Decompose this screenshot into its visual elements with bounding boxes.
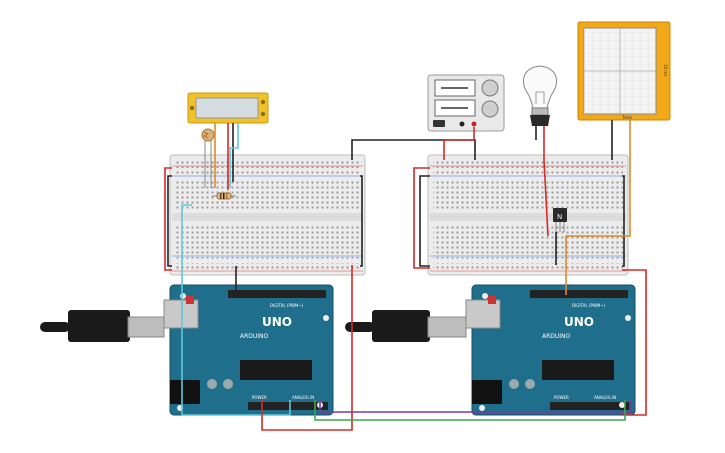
oscilloscope-bottom-label: Time xyxy=(621,115,632,120)
wire-purple-serial xyxy=(319,400,631,413)
arduino-right-model: UNO xyxy=(564,315,594,329)
arduino-left-digital-label: DIGITAL (PWM~) xyxy=(270,303,304,308)
arduino-right-digital-label: DIGITAL (PWM~) xyxy=(572,303,606,308)
photoresistor[interactable] xyxy=(201,128,215,188)
wire-black-right-rail-b xyxy=(622,175,625,267)
wire-black-link xyxy=(351,139,476,160)
wires[interactable] xyxy=(164,120,647,431)
arduino-uno-left[interactable]: UNO ARDUINO DIGITAL (PWM~) POWER ANALOG … xyxy=(163,284,334,416)
transistor[interactable]: N xyxy=(553,208,567,232)
wire-red-left-5v xyxy=(261,265,353,431)
breadboard-left[interactable] xyxy=(169,154,366,276)
wire-black-left-rail-b xyxy=(360,175,363,267)
wire-cyan-sensor xyxy=(229,123,239,188)
arduino-left-power-label: POWER xyxy=(252,395,267,400)
wire-red-supply xyxy=(443,127,475,160)
resistor[interactable] xyxy=(212,192,236,200)
arduino-uno-right[interactable]: UNO ARDUINO DIGITAL (PWM~) POWER ANALOG … xyxy=(465,284,636,416)
arduino-left-analog-label: ANALOG IN xyxy=(292,395,314,400)
sensor-display-module[interactable] xyxy=(187,92,269,124)
wire-red-right-5v xyxy=(622,269,647,416)
arduino-left-brand: ARDUINO xyxy=(240,333,269,340)
wire-cyan-analog xyxy=(181,204,291,416)
arduino-right-analog-label: ANALOG IN xyxy=(594,395,616,400)
wire-black-right-rail xyxy=(419,175,430,267)
usb-cable-left[interactable] xyxy=(40,310,165,342)
arduino-left-model: UNO xyxy=(262,315,292,329)
wire-green-serial xyxy=(314,400,626,421)
power-supply[interactable] xyxy=(427,74,505,132)
oscilloscope[interactable]: 10 ms Time xyxy=(577,21,671,121)
usb-cable-right[interactable] xyxy=(345,310,467,342)
arduino-right-brand: ARDUINO xyxy=(542,333,571,340)
wire-red-left-rail xyxy=(164,167,172,271)
wire-red-bulb xyxy=(543,126,549,237)
transistor-label: N xyxy=(557,213,562,221)
breadboard-right[interactable] xyxy=(427,154,629,276)
arduino-right-power-label: POWER xyxy=(554,395,569,400)
wire-black-left-rail xyxy=(167,175,172,267)
oscilloscope-side-label: 10 ms xyxy=(663,64,668,76)
wire-red-right-rail xyxy=(413,167,430,269)
wire-orange-scope xyxy=(565,120,631,295)
light-bulb[interactable] xyxy=(523,65,557,126)
